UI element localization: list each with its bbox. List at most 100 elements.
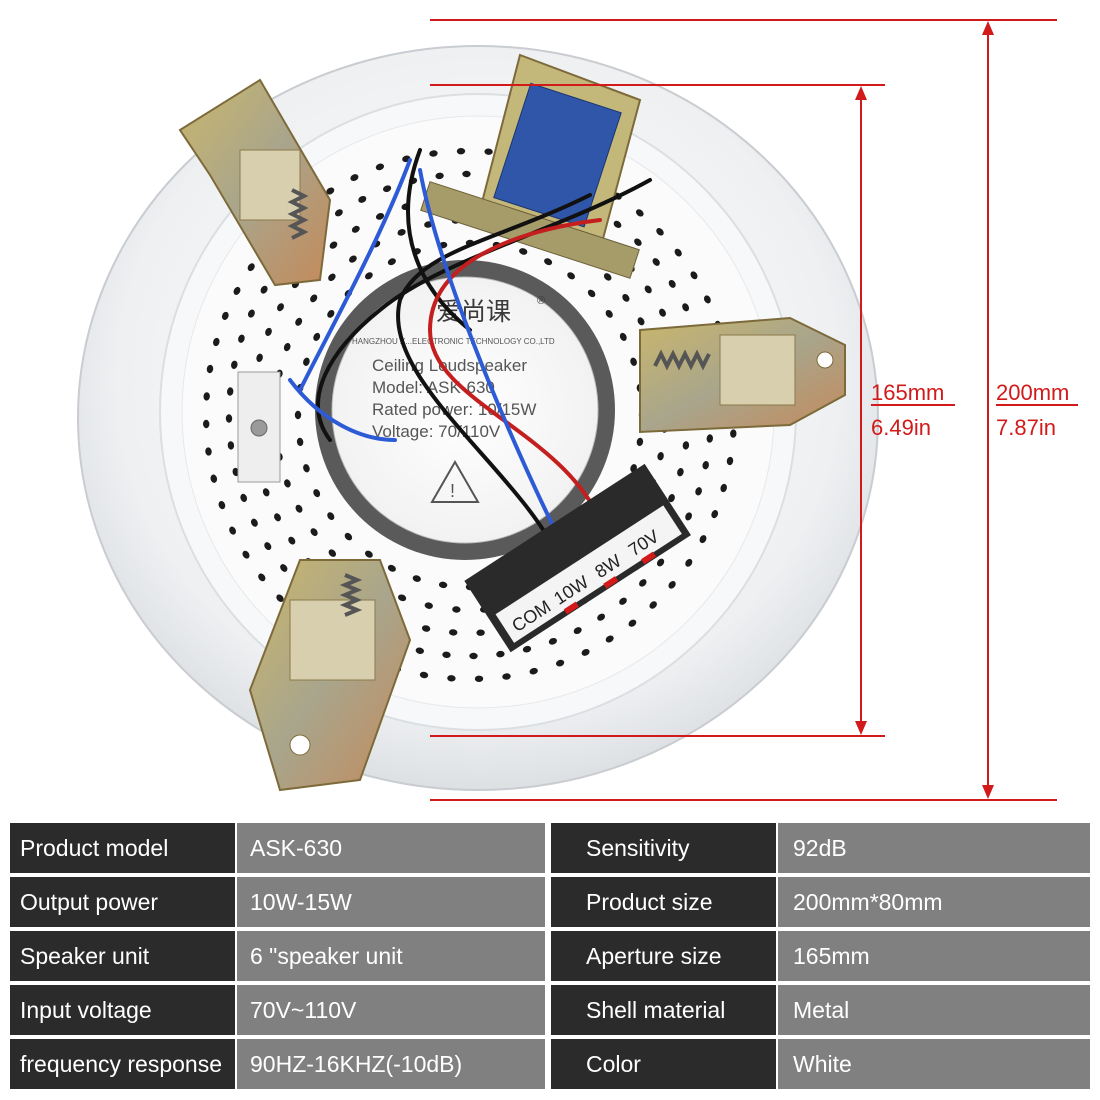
- grille-hole: [613, 220, 622, 229]
- grille-hole: [203, 392, 210, 401]
- grille-hole: [383, 185, 392, 193]
- grille-hole: [284, 479, 291, 488]
- grille-hole: [668, 494, 675, 503]
- grille-hole: [421, 625, 431, 632]
- grille-hole: [351, 225, 360, 233]
- grille-hole: [397, 229, 406, 236]
- spec-value: 90HZ-16KHZ(-10dB): [237, 1039, 545, 1089]
- grille-hole: [226, 387, 234, 396]
- grille-hole: [294, 410, 302, 420]
- grille-hole: [605, 635, 614, 643]
- registered-mark: ®: [537, 295, 545, 307]
- spec-label: Product size: [551, 877, 776, 927]
- grille-hole: [711, 510, 719, 519]
- grille-hole: [452, 606, 461, 613]
- grille-hole: [502, 673, 511, 680]
- grille-hole: [313, 489, 321, 498]
- spec-row: Input voltage 70V~110V Shell material Me…: [10, 985, 1090, 1035]
- grille-hole: [260, 285, 268, 294]
- inner-diameter-in: 6.49in: [871, 415, 931, 440]
- grille-hole: [581, 648, 590, 656]
- grille-hole: [358, 195, 367, 203]
- spec-row: frequency response 90HZ-16KHZ(-10dB) Col…: [10, 1039, 1090, 1089]
- grille-hole: [668, 580, 676, 589]
- spec-value: White: [778, 1039, 1090, 1089]
- grille-hole: [449, 629, 458, 636]
- grille-hole: [328, 549, 337, 557]
- grille-hole: [706, 434, 714, 443]
- grille-hole: [628, 619, 637, 627]
- grille-hole: [484, 148, 493, 155]
- grille-hole: [519, 248, 528, 255]
- grille-hole: [262, 488, 270, 497]
- grille-hole: [264, 542, 272, 551]
- grille-hole: [349, 255, 357, 263]
- grille-hole: [634, 238, 642, 246]
- spec-label: Product model: [10, 823, 235, 873]
- product-photo: 爱尚课 ® HANGZHOU X...ELECTRONIC TECHNOLOGY…: [77, 19, 1078, 801]
- bracket-top-left: [178, 78, 332, 287]
- grille-hole: [476, 629, 485, 636]
- label-line-2: Model: ASK-630: [372, 378, 495, 397]
- grille-hole: [202, 419, 210, 429]
- spec-label: Color: [551, 1039, 776, 1089]
- grille-hole: [685, 558, 693, 567]
- grille-hole: [677, 468, 684, 477]
- dimension-lines: [430, 19, 1078, 801]
- grille-hole: [474, 675, 484, 683]
- grille-hole: [685, 512, 692, 521]
- grille-hole: [221, 311, 229, 320]
- spec-value: 6 "speaker unit: [237, 931, 545, 981]
- outer-diameter-in: 7.87in: [996, 415, 1056, 440]
- company-text: HANGZHOU X...ELECTRONIC TECHNOLOGY CO.,L…: [352, 337, 555, 346]
- spec-value: 10W-15W: [237, 877, 545, 927]
- grille-hole: [544, 258, 553, 266]
- grille-hole: [435, 172, 444, 180]
- grille-hole: [529, 667, 538, 675]
- grille-hole: [296, 437, 304, 447]
- grille-hole: [365, 272, 373, 280]
- grille-hole: [387, 258, 396, 266]
- grille-hole: [248, 309, 255, 318]
- spec-label: frequency response: [10, 1039, 235, 1089]
- grille-hole: [242, 550, 250, 559]
- outer-diameter-mm: 200mm: [996, 380, 1069, 405]
- grille-hole: [726, 456, 734, 466]
- spec-value: 165mm: [778, 931, 1090, 981]
- grille-hole: [656, 558, 665, 567]
- grille-hole: [256, 353, 263, 362]
- grille-hole: [424, 602, 433, 609]
- spec-label: Shell material: [551, 985, 776, 1035]
- grille-hole: [438, 581, 448, 589]
- grille-hole: [668, 279, 676, 288]
- grille-hole: [690, 271, 698, 280]
- grille-hole: [233, 286, 241, 295]
- grille-hole: [258, 573, 266, 582]
- grille-hole: [702, 461, 709, 470]
- grille-hole: [630, 357, 637, 366]
- transformer: [420, 53, 642, 279]
- grille-hole: [429, 150, 438, 157]
- grille-hole: [639, 579, 647, 587]
- grille-hole: [619, 332, 627, 341]
- grille-hole: [205, 447, 212, 456]
- grille-hole: [375, 163, 384, 171]
- spec-label: Aperture size: [551, 931, 776, 981]
- grille-hole: [327, 512, 335, 520]
- spec-label: Sensitivity: [551, 823, 776, 873]
- grille-hole: [274, 513, 281, 522]
- grille-hole: [313, 332, 321, 341]
- grille-hole: [649, 601, 657, 609]
- grille-hole: [573, 627, 582, 635]
- grille-hole: [419, 671, 429, 679]
- warning-triangle-icon: [430, 459, 480, 503]
- grille-hole: [635, 209, 644, 217]
- grille-hole: [442, 651, 451, 659]
- grille-hole: [218, 501, 226, 510]
- grille-hole: [412, 575, 421, 582]
- wires: [288, 148, 652, 562]
- spec-value: ASK-630: [237, 823, 545, 873]
- grille-hole: [656, 228, 664, 236]
- grille-hole: [587, 289, 596, 298]
- grille-hole: [398, 594, 407, 602]
